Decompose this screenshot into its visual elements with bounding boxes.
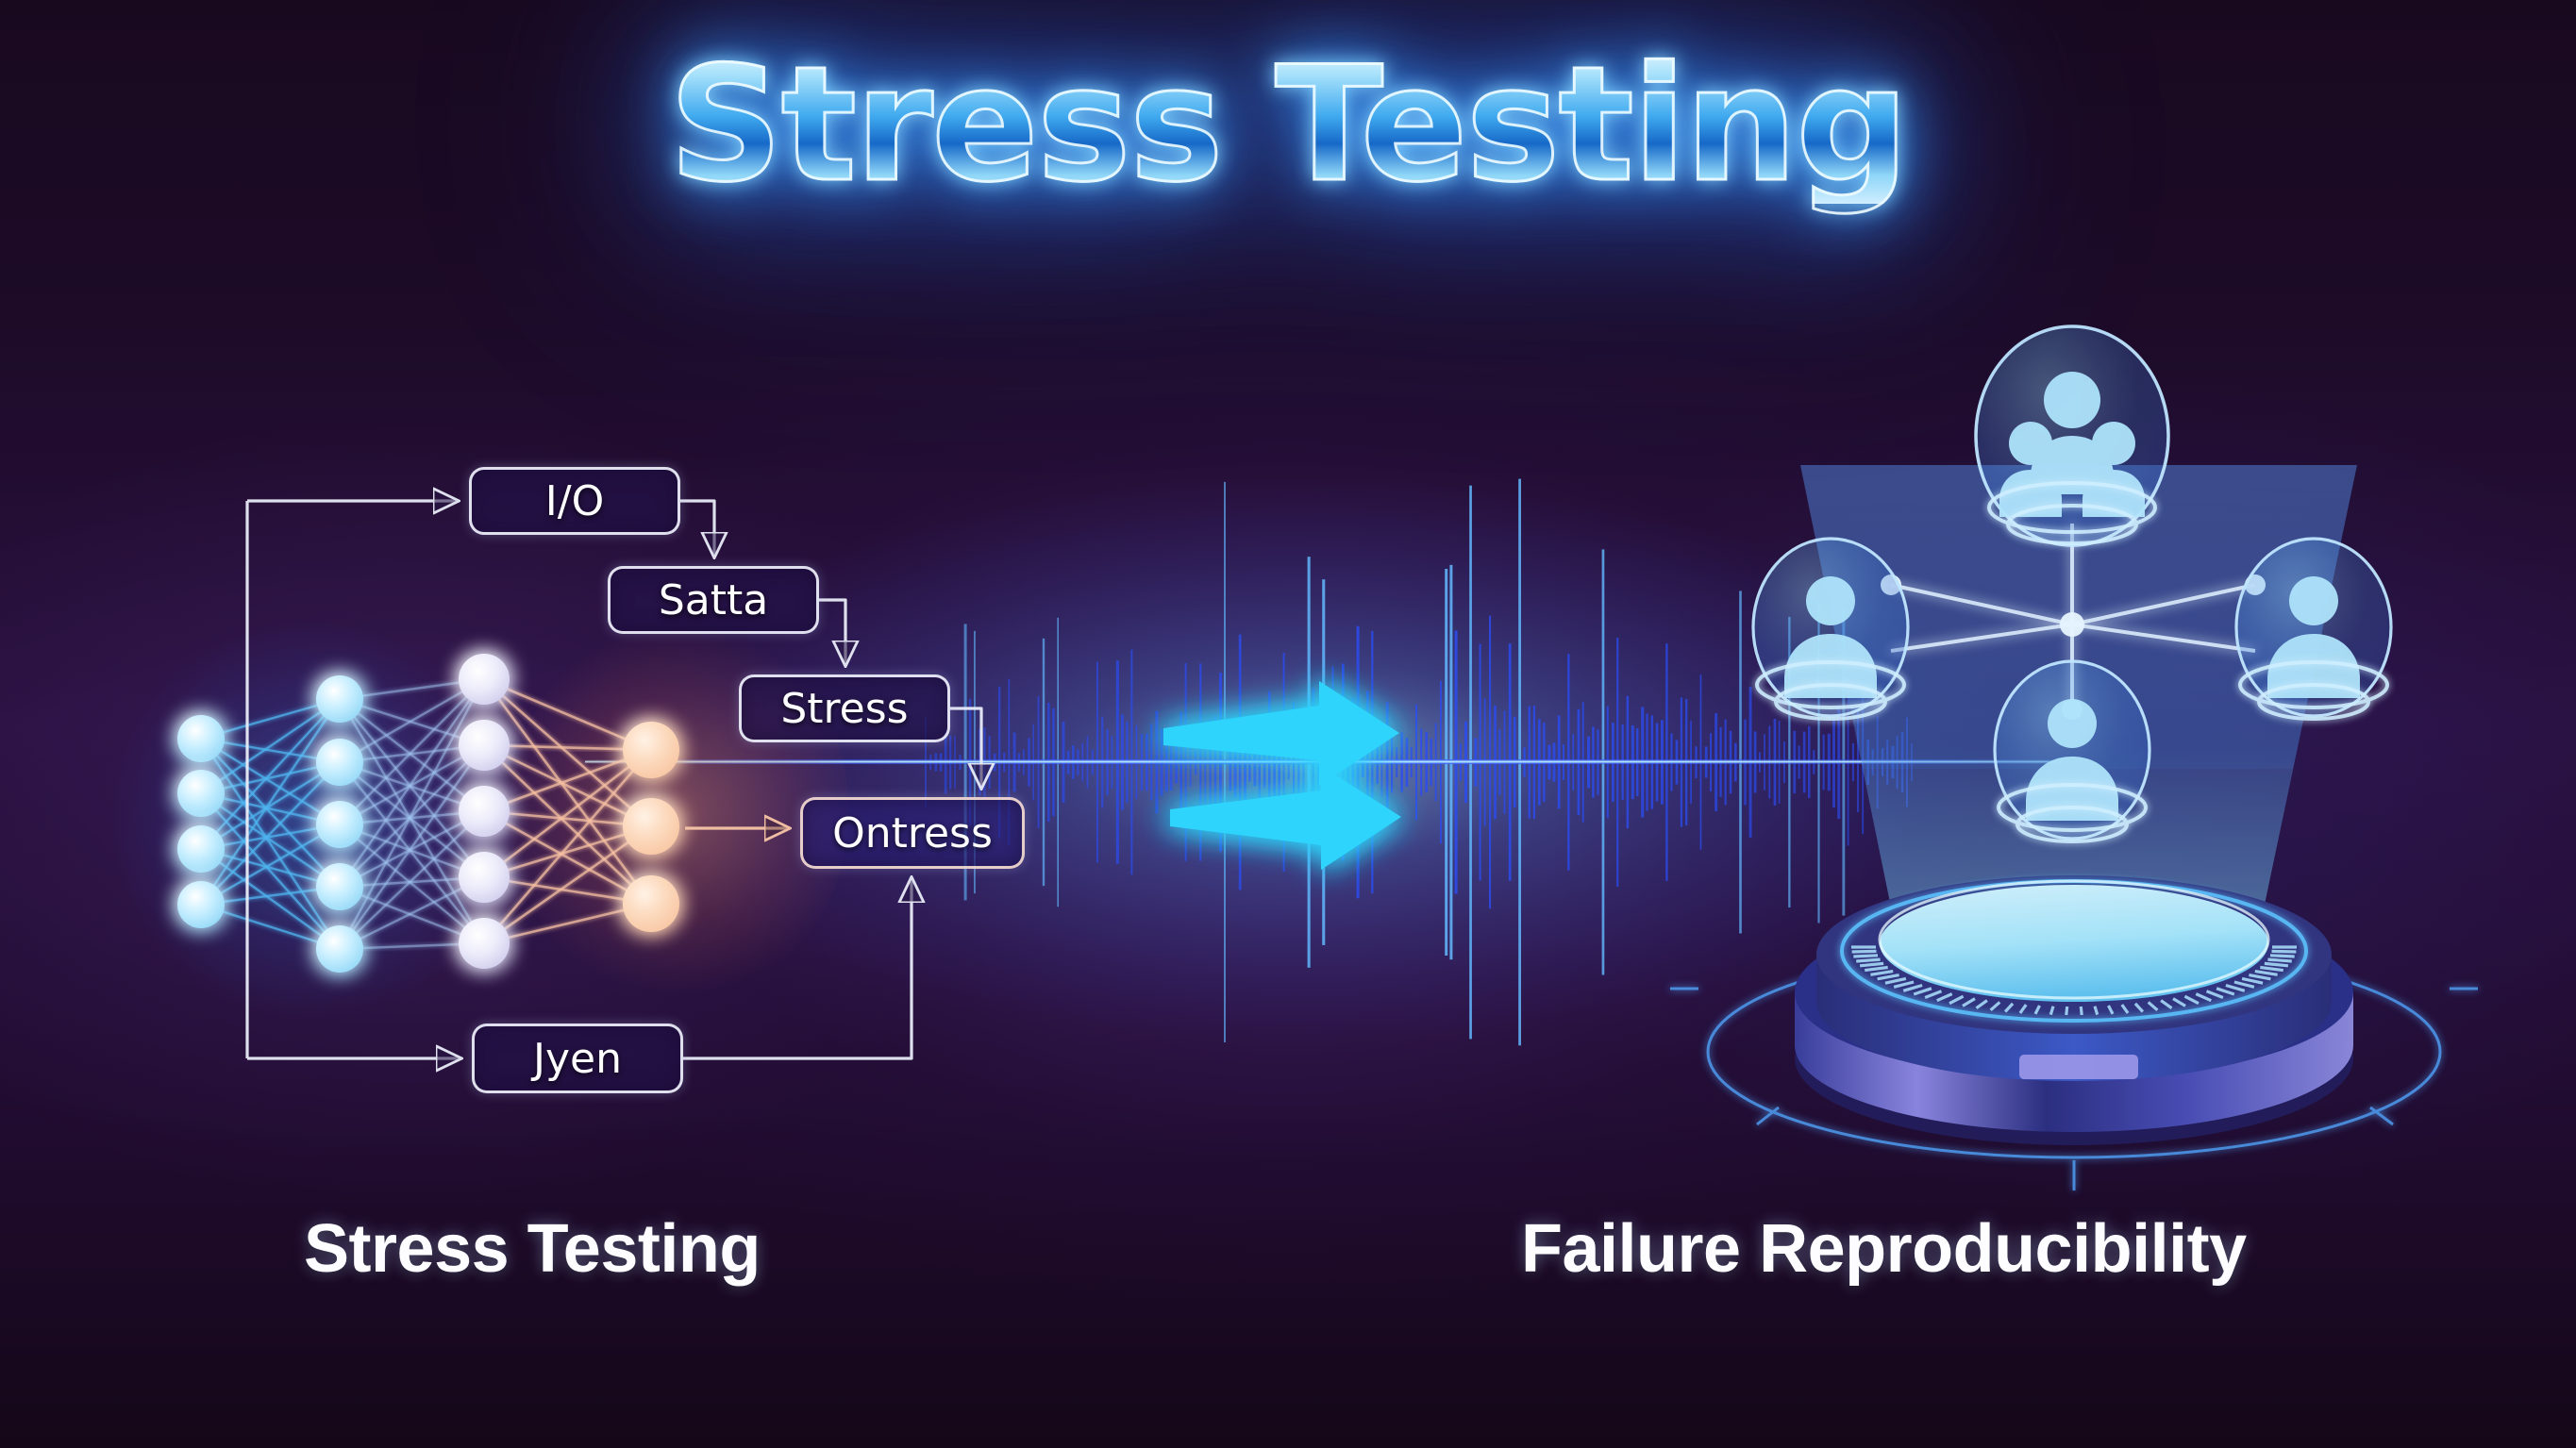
connector-jyen-to-ontress	[683, 880, 912, 1060]
network-node-layer-3	[623, 875, 679, 932]
network-node-layer-2	[459, 786, 510, 837]
network-node-layer-2	[459, 720, 510, 771]
caption-stress-testing: Stress Testing	[304, 1211, 761, 1287]
transition-arrow-bottom	[1170, 766, 1401, 870]
connector-io-to-satta	[680, 499, 714, 555]
user-icon	[2026, 699, 2118, 821]
hologram-pedestal-left	[1755, 660, 1906, 721]
projector-tick-marks	[1851, 945, 2297, 1016]
network-node-layer-0	[177, 770, 225, 817]
transition-arrow-top	[1163, 681, 1399, 786]
hologram-node-left[interactable]	[1751, 537, 1910, 721]
flow-box-satta[interactable]: Satta	[608, 566, 819, 634]
hologram-node-right[interactable]	[2234, 537, 2393, 721]
hologram-pedestal-child	[1997, 783, 2148, 843]
flow-box-stress-label: Stress	[780, 684, 909, 733]
hologram-pedestal-right	[2238, 660, 2389, 721]
network-nodes	[177, 654, 679, 973]
user-icon	[1784, 576, 1877, 698]
network-node-layer-1	[316, 801, 363, 848]
flow-box-ontress[interactable]: Ontress	[800, 797, 1025, 869]
network-node-layer-1	[316, 925, 363, 973]
flow-box-ontress-label: Ontress	[832, 808, 993, 857]
network-node-layer-3	[623, 798, 679, 855]
network-node-layer-2	[459, 654, 510, 705]
network-node-layer-1	[316, 863, 363, 910]
flow-box-io-label: I/O	[544, 476, 605, 525]
user-icon	[2267, 576, 2360, 698]
network-node-layer-2	[459, 918, 510, 969]
holographic-projector-base[interactable]	[1795, 875, 2353, 1145]
network-node-layer-2	[459, 852, 510, 903]
flow-box-satta-label: Satta	[658, 575, 769, 624]
flow-box-jyen[interactable]: Jyen	[472, 1024, 683, 1093]
title-container: Stress Testing	[0, 32, 2576, 217]
network-node-layer-0	[177, 881, 225, 928]
hologram-pedestal-root	[1987, 481, 2157, 545]
network-node-layer-1	[316, 675, 363, 723]
page-title: Stress Testing	[667, 32, 1911, 217]
users-group-icon	[1999, 372, 2145, 517]
flow-box-io[interactable]: I/O	[469, 467, 680, 535]
caption-failure-reproducibility: Failure Reproducibility	[1521, 1211, 2247, 1287]
connector-satta-to-stress	[819, 598, 845, 663]
network-node-layer-0	[177, 825, 225, 873]
projector-indicator-bar	[2019, 1055, 2138, 1079]
flow-box-stress[interactable]: Stress	[739, 674, 950, 742]
network-node-layer-3	[623, 722, 679, 778]
hologram-node-root[interactable]	[1974, 325, 2170, 547]
connector-stress-to-ontress	[950, 707, 981, 786]
network-node-layer-0	[177, 715, 225, 762]
hologram-node-child[interactable]	[1993, 659, 2151, 843]
flow-box-jyen-label: Jyen	[533, 1034, 622, 1083]
network-node-layer-1	[316, 739, 363, 786]
